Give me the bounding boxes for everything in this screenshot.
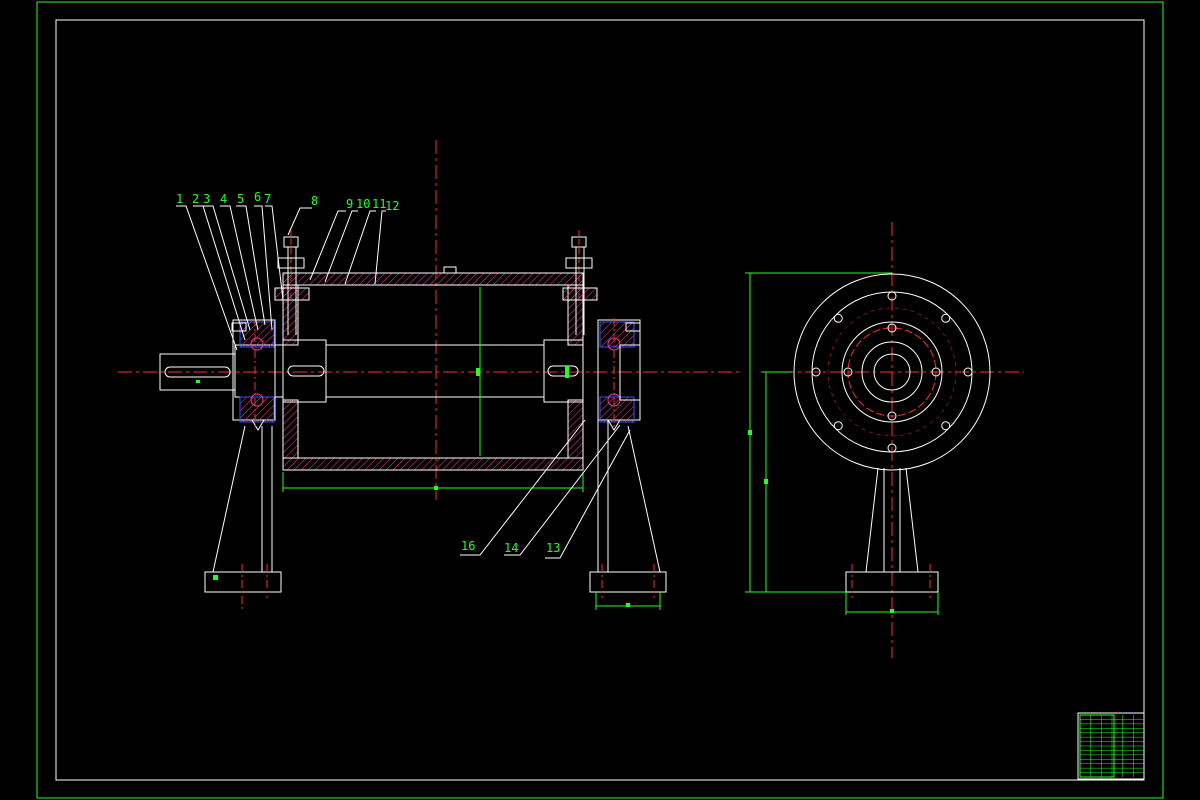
part-callouts: 1 2 3 4 5 6 7 8 9 10 11 12 13 14 16 [176, 190, 631, 559]
callout-1: 1 [176, 192, 183, 206]
callout-2: 2 [192, 192, 199, 206]
callout-4: 4 [220, 192, 227, 206]
outer-bolt-hole [887, 443, 897, 453]
side-base-plate [845, 571, 939, 593]
inner-bolt-hole [887, 411, 897, 421]
inner-bolt-hole [887, 323, 897, 333]
front-section-view [118, 140, 740, 612]
callout-10: 10 [356, 197, 370, 211]
title-block [1077, 712, 1145, 780]
outer-bolt-hole [811, 367, 821, 377]
inner-bolt-hole [843, 367, 853, 377]
callout-3: 3 [203, 192, 210, 206]
outer-bolt-hole [963, 367, 973, 377]
callout-11: 11 [372, 197, 386, 211]
callout-8: 8 [311, 194, 318, 208]
outer-bolt-hole [833, 421, 843, 431]
callout-16: 16 [461, 539, 475, 553]
right-bearing-housing [597, 318, 641, 431]
right-support-frame [589, 420, 667, 610]
inner-bolt-hole [931, 367, 941, 377]
outer-bolt-hole [941, 421, 951, 431]
inner-border [55, 19, 1145, 781]
callout-7: 7 [264, 192, 271, 206]
left-bearing-housing [231, 318, 276, 431]
callout-12: 12 [385, 199, 399, 213]
callout-5: 5 [237, 192, 244, 206]
left-support-frame [204, 425, 282, 612]
callout-9: 9 [346, 197, 353, 211]
bolt-holes [811, 291, 973, 453]
right-tension-bolt [562, 230, 598, 335]
left-tension-bolt [274, 230, 310, 335]
outer-border [36, 1, 1164, 799]
outer-bolt-hole [941, 313, 951, 323]
callout-6: 6 [254, 190, 261, 204]
outer-bolt-hole [887, 291, 897, 301]
callout-14: 14 [504, 541, 518, 555]
outer-bolt-hole [833, 313, 843, 323]
bolt-holes-inner [843, 323, 941, 421]
side-end-view [745, 222, 1024, 658]
drum-shell-bottom [282, 457, 584, 471]
main-shaft [325, 344, 545, 398]
callout-13: 13 [546, 541, 560, 555]
drum-outer-circle [793, 273, 991, 471]
